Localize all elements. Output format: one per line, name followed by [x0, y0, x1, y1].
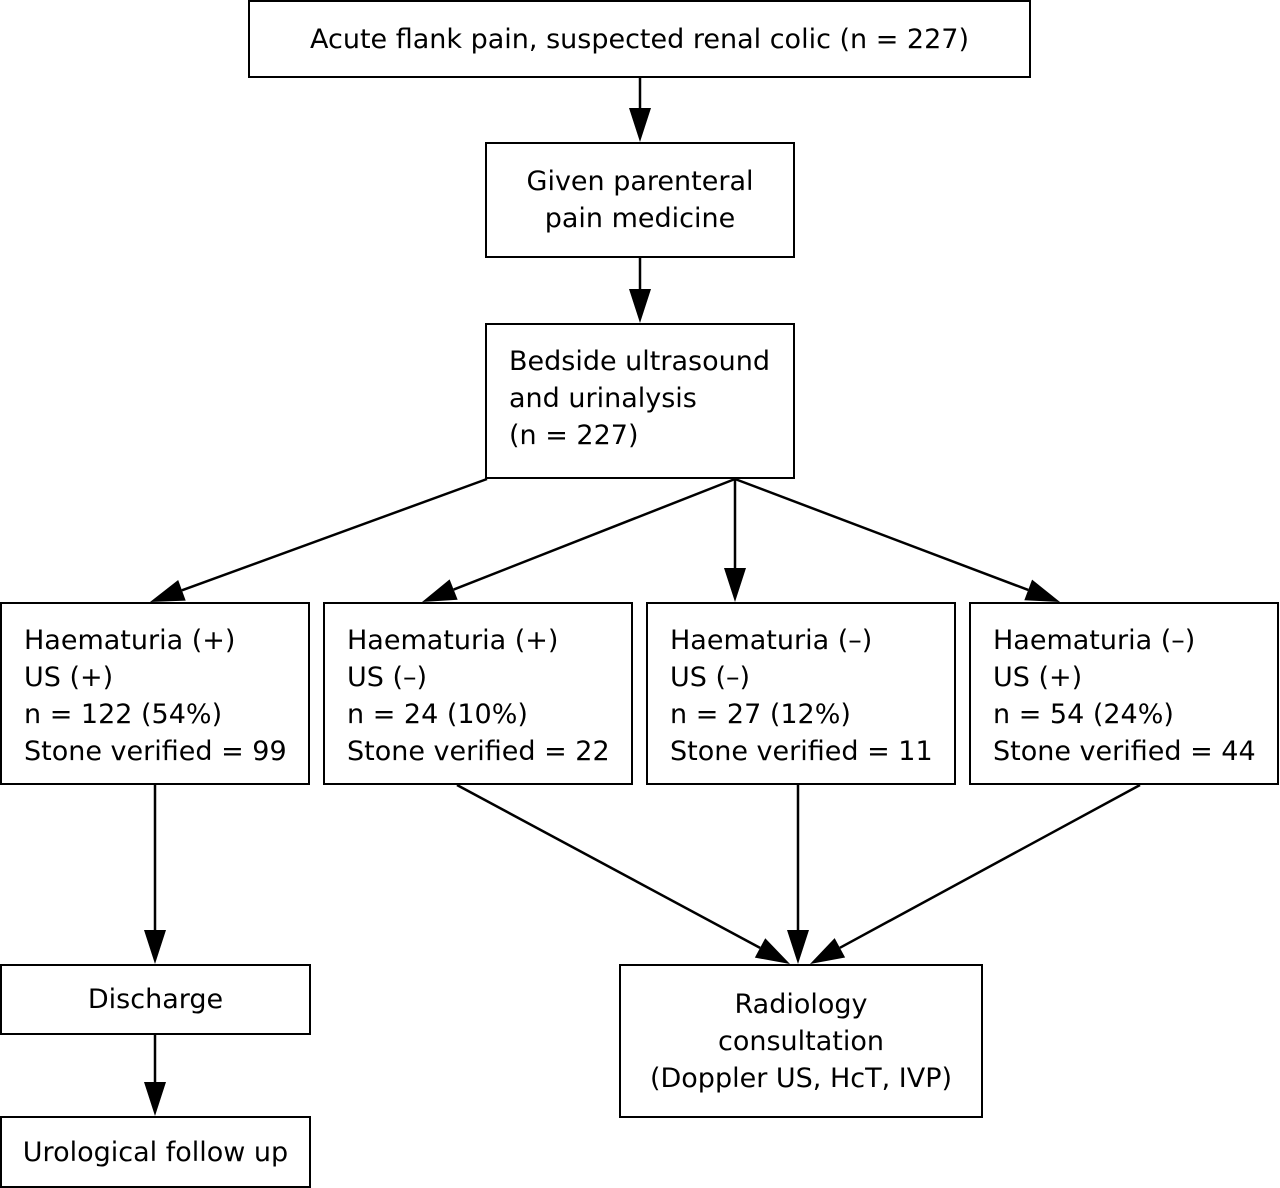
arrowhead-pain_medicine-to-bedside	[629, 289, 651, 323]
node-bedside-line: Bedside ultrasound	[509, 346, 770, 377]
arrowhead-start-to-pain_medicine	[629, 108, 651, 142]
node-group3-line: Haematuria (–)	[670, 625, 873, 656]
node-group3: Haematuria (–) US (–) n = 27 (12%) Stone…	[646, 602, 956, 785]
node-group4-line: n = 54 (24%)	[993, 699, 1174, 730]
node-group3-line: US (–)	[670, 662, 751, 693]
node-radiology-line: consultation	[717, 1025, 884, 1057]
node-discharge-line: Discharge	[87, 984, 224, 1015]
node-group2-line: US (–)	[347, 662, 428, 693]
arrowhead-bedside-to-group2	[422, 579, 458, 602]
arrowhead-group3-to-radiology	[787, 930, 809, 964]
arrowhead-bedside-to-group4	[1024, 579, 1060, 602]
node-start-line: Acute flank pain, suspected renal colic …	[310, 23, 969, 55]
node-group3-line: n = 27 (12%)	[670, 699, 851, 730]
node-group1-line: US (+)	[24, 662, 114, 693]
arrowhead-discharge-to-followup	[144, 1082, 166, 1116]
node-group3-line: Stone verified = 11	[670, 736, 933, 767]
node-group1-line: Stone verified = 99	[24, 736, 287, 767]
node-group2: Haematuria (+) US (–) n = 24 (10%) Stone…	[323, 602, 633, 785]
node-followup: Urological follow up	[0, 1116, 311, 1188]
node-bedside-line: (n = 227)	[509, 420, 639, 451]
node-pain-medicine-line: Given parenteral	[526, 166, 754, 197]
node-pain-medicine: Given parenteral pain medicine	[485, 142, 795, 258]
node-pain-medicine-line: pain medicine	[544, 203, 736, 234]
node-group1-line: Haematuria (+)	[24, 625, 236, 656]
arrowhead-bedside-to-group3	[724, 568, 746, 602]
node-group1-line: n = 122 (54%)	[24, 699, 223, 730]
node-group4-line: Stone verified = 44	[993, 736, 1256, 767]
node-group1: Haematuria (+) US (+) n = 122 (54%) Ston…	[0, 602, 310, 785]
node-group4: Haematuria (–) US (+) n = 54 (24%) Stone…	[969, 602, 1279, 785]
node-group2-line: Stone verified = 22	[347, 736, 610, 767]
arrowhead-group1-to-discharge	[144, 930, 166, 964]
arrowhead-group2-to-radiology	[754, 938, 790, 964]
edge-bedside-to-group4	[734, 477, 1029, 592]
arrowhead-bedside-to-group1	[150, 580, 186, 602]
edge-bedside-to-group2	[453, 477, 736, 591]
node-radiology-line: Radiology	[734, 988, 868, 1020]
node-followup-line: Urological follow up	[22, 1136, 289, 1168]
node-group2-line: Haematuria (+)	[347, 625, 559, 656]
node-start: Acute flank pain, suspected renal colic …	[248, 0, 1031, 78]
edge-group4-to-radiology	[839, 783, 1141, 949]
arrowhead-group4-to-radiology	[810, 938, 846, 964]
edge-group2-to-radiology	[456, 783, 761, 950]
node-radiology-line: (Doppler US, HcT, IVP)	[649, 1062, 953, 1094]
node-group4-line: US (+)	[993, 662, 1083, 693]
edge-bedside-to-group1	[181, 477, 488, 592]
node-bedside: Bedside ultrasound and urinalysis (n = 2…	[485, 323, 795, 479]
node-bedside-line: and urinalysis	[509, 383, 697, 414]
node-radiology: Radiology consultation (Doppler US, HcT,…	[619, 964, 983, 1118]
node-group4-line: Haematuria (–)	[993, 625, 1196, 656]
node-discharge: Discharge	[0, 964, 311, 1035]
node-group2-line: n = 24 (10%)	[347, 699, 528, 730]
